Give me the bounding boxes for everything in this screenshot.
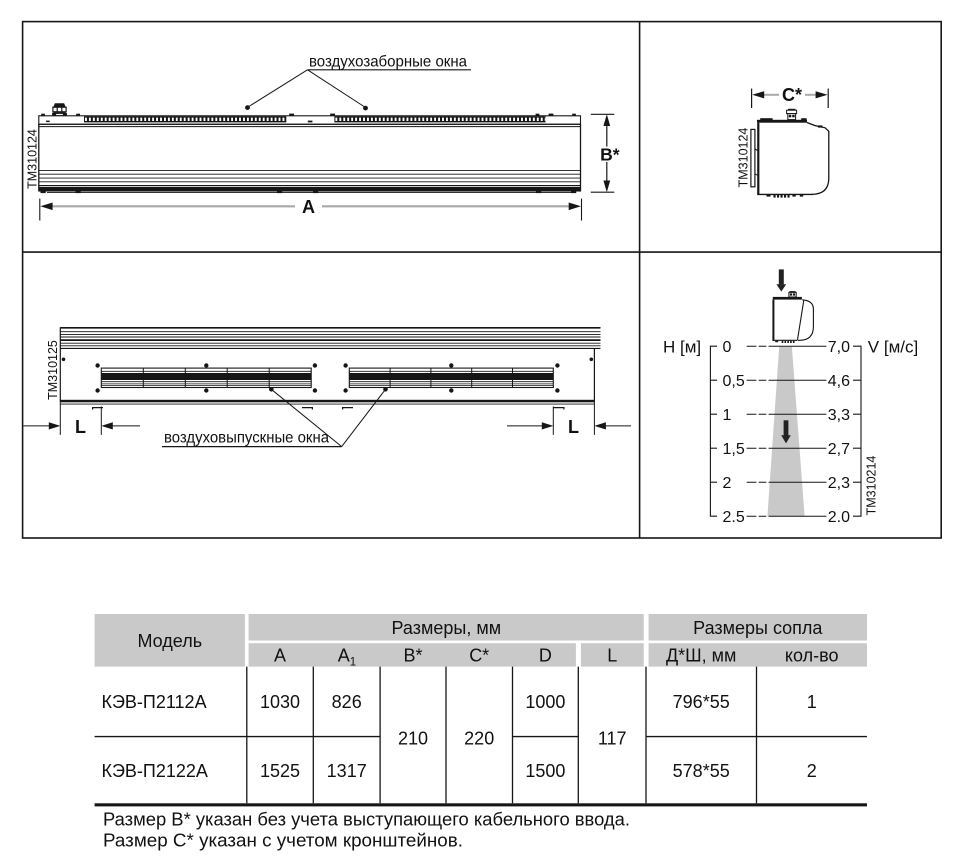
svg-text:2.5: 2.5 [723, 509, 745, 526]
svg-text:2: 2 [807, 761, 817, 781]
svg-text:2,7: 2,7 [828, 441, 850, 458]
svg-text:2.0: 2.0 [828, 509, 850, 526]
svg-text:A: A [274, 645, 286, 665]
svg-text:0,5: 0,5 [723, 373, 745, 390]
svg-text:0: 0 [723, 339, 732, 356]
svg-text:воздухозаборные окна: воздухозаборные окна [309, 54, 467, 71]
svg-text:D: D [539, 645, 552, 665]
svg-text:TM310124: TM310124 [26, 129, 40, 189]
svg-text:1525: 1525 [260, 761, 300, 781]
svg-text:КЭВ-П2112А: КЭВ-П2112А [102, 692, 207, 712]
svg-text:7,0: 7,0 [828, 339, 850, 356]
svg-text:117: 117 [598, 729, 627, 749]
svg-text:TM310214: TM310214 [864, 456, 878, 516]
svg-text:1030: 1030 [260, 692, 300, 712]
svg-text:L: L [607, 645, 617, 665]
svg-text:826: 826 [332, 692, 362, 712]
svg-text:Д*Ш, мм: Д*Ш, мм [666, 645, 736, 665]
svg-text:TM310125: TM310125 [46, 340, 60, 400]
svg-text:220: 220 [464, 729, 494, 749]
svg-text:1000: 1000 [525, 692, 565, 712]
svg-text:Модель: Модель [137, 631, 202, 651]
svg-text:V [м/с]: V [м/с] [868, 337, 918, 356]
svg-text:1500: 1500 [525, 761, 565, 781]
svg-text:A: A [302, 197, 315, 217]
svg-text:1317: 1317 [327, 761, 367, 781]
svg-text:C*: C* [469, 645, 489, 665]
svg-text:2,3: 2,3 [828, 475, 850, 492]
svg-text:796*55: 796*55 [673, 692, 730, 712]
svg-text:1: 1 [807, 692, 817, 712]
svg-text:TM310124: TM310124 [737, 128, 751, 188]
svg-text:1,5: 1,5 [723, 441, 745, 458]
svg-text:L: L [75, 417, 86, 437]
svg-text:Размер В* указан без учета выс: Размер В* указан без учета выступающего … [103, 810, 630, 830]
svg-text:кол-во: кол-во [785, 645, 839, 665]
svg-text:Размеры сопла: Размеры сопла [693, 618, 823, 638]
svg-text:Размер С* указан с учетом крон: Размер С* указан с учетом кронштейнов. [103, 831, 463, 851]
svg-text:B*: B* [403, 645, 422, 665]
svg-text:B*: B* [600, 145, 620, 165]
svg-text:L: L [568, 417, 579, 437]
svg-text:578*55: 578*55 [673, 761, 730, 781]
svg-text:4,6: 4,6 [828, 373, 850, 390]
svg-text:3,3: 3,3 [828, 407, 850, 424]
svg-text:воздуховыпускные окна: воздуховыпускные окна [164, 430, 329, 447]
svg-text:210: 210 [398, 729, 428, 749]
svg-text:КЭВ-П2122А: КЭВ-П2122А [102, 761, 208, 781]
svg-text:C*: C* [782, 85, 802, 105]
svg-text:2: 2 [723, 475, 732, 492]
svg-text:H [м]: H [м] [663, 337, 701, 356]
svg-text:Размеры, мм: Размеры, мм [392, 618, 502, 638]
svg-text:1: 1 [723, 407, 732, 424]
